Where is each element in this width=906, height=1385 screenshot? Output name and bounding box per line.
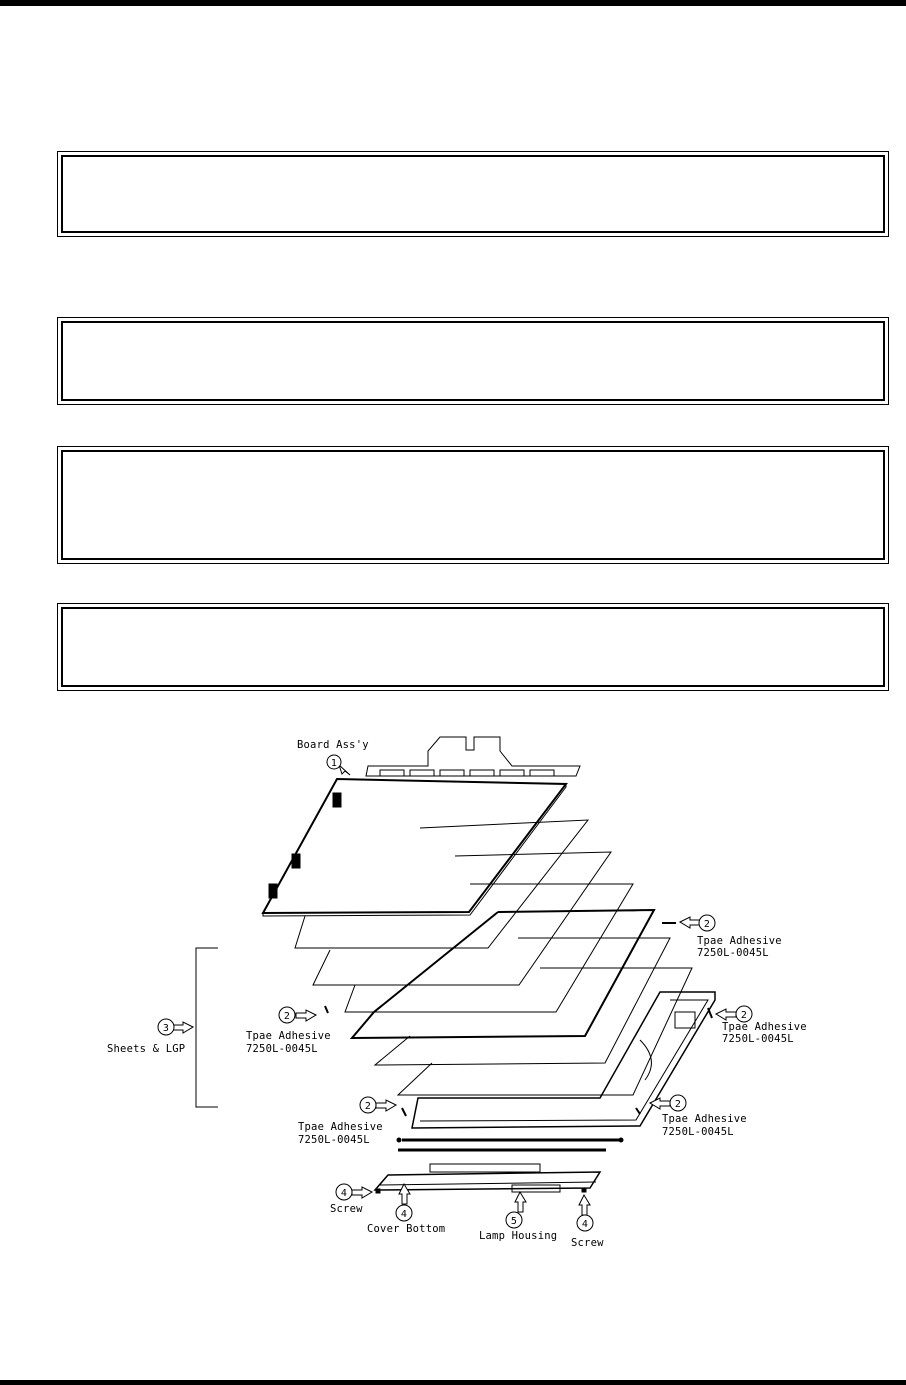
callout-sheets-number: 3 [163,1023,169,1034]
callout-board-number: 1 [331,758,337,769]
label-tape-adhesive-3: Tpae Adhesive [246,1030,331,1042]
label-part-no-3: 7250L-0045L [246,1043,318,1055]
label-part-no-1: 7250L-0045L [697,947,769,959]
label-part-no-5: 7250L-0045L [662,1126,734,1138]
label-tape-adhesive-4: Tpae Adhesive [298,1121,383,1133]
callout-tape-number: 2 [284,1011,290,1022]
callout-tape-number: 2 [741,1010,747,1021]
label-board-assy: Board Ass'y [297,739,369,751]
label-part-no-2: 7250L-0045L [722,1033,794,1045]
label-sheets-lgp: Sheets & LGP [107,1043,185,1055]
callout-screw-number: 4 [582,1219,588,1230]
header-rule [0,0,906,6]
callout-cover-number: 4 [401,1209,407,1220]
label-tape-adhesive-5: Tpae Adhesive [662,1113,747,1125]
label-screw-left: Screw [330,1203,363,1215]
callout-screw-number: 4 [341,1188,347,1199]
note-box-3 [57,446,889,564]
callout-tape-number: 2 [365,1101,371,1112]
callout-1-circle [326,754,342,770]
callout-tape-number: 2 [704,919,710,930]
note-box-1 [57,151,889,237]
label-tape-adhesive-2: Tpae Adhesive [722,1021,807,1033]
footer-rule [0,1380,906,1385]
label-cover-bottom: Cover Bottom [367,1223,445,1235]
label-tape-adhesive-1: Tpae Adhesive [697,935,782,947]
callout-tape-number: 2 [675,1099,681,1110]
callout-lamp-number: 5 [511,1216,517,1227]
label-screw-right: Screw [571,1237,604,1249]
note-box-4 [57,603,889,691]
note-box-2 [57,317,889,405]
label-lamp-housing: Lamp Housing [479,1230,557,1242]
label-part-no-4: 7250L-0045L [298,1134,370,1146]
